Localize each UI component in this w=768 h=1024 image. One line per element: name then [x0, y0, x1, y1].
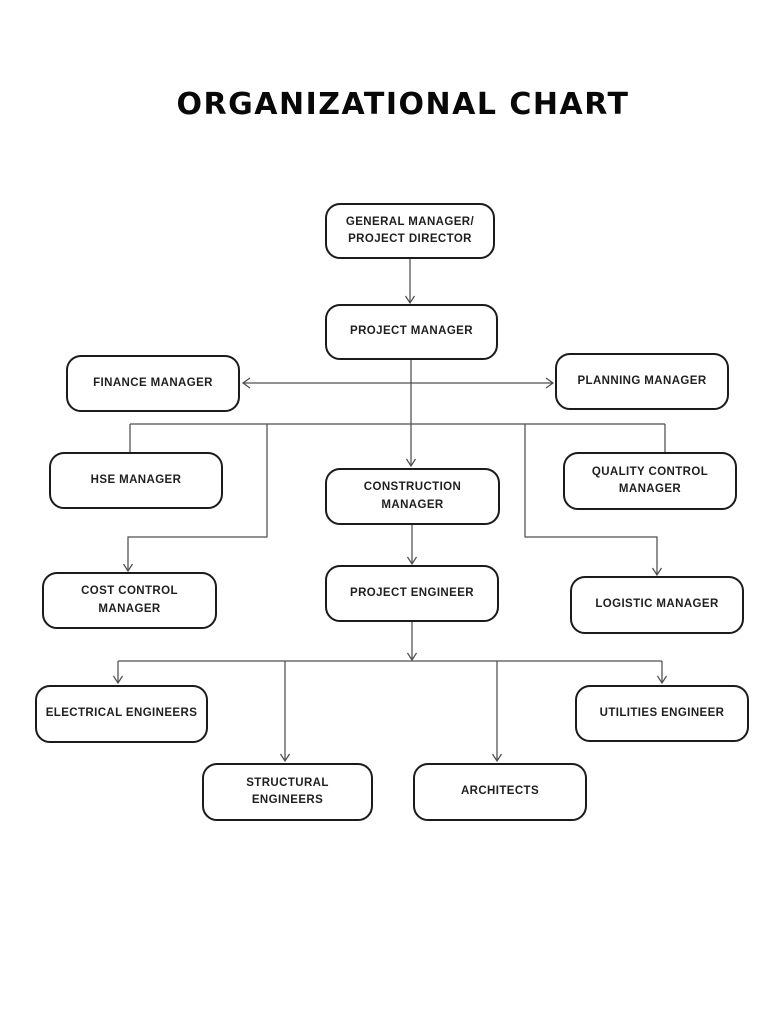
connector-pm-to-construction: [405, 360, 417, 468]
node-structural-engineers: STRUCTURAL ENGINEERS: [202, 763, 373, 821]
connector-pm-to-finance-planning: [241, 377, 555, 389]
node-quality-control-manager: QUALITY CONTROL MANAGER: [563, 452, 737, 510]
node-planning-manager: PLANNING MANAGER: [555, 353, 729, 410]
connector-gm-to-pm: [404, 259, 416, 305]
node-cost-control-manager-label: COST CONTROL MANAGER: [81, 585, 178, 615]
node-finance-manager-label: FINANCE MANAGER: [93, 376, 213, 389]
connector-construction-to-project-engineer: [406, 525, 418, 566]
node-electrical-engineers: ELECTRICAL ENGINEERS: [35, 685, 208, 743]
node-project-manager-label: PROJECT MANAGER: [350, 325, 473, 338]
connector-project-engineer-drop: [406, 622, 418, 662]
node-logistic-manager-label: LOGISTIC MANAGER: [595, 598, 719, 611]
node-general-manager: GENERAL MANAGER/ PROJECT DIRECTOR: [325, 203, 495, 259]
node-finance-manager: FINANCE MANAGER: [66, 355, 240, 412]
node-project-manager: PROJECT MANAGER: [325, 304, 498, 360]
node-project-engineer: PROJECT ENGINEER: [325, 565, 499, 622]
node-planning-manager-label: PLANNING MANAGER: [577, 374, 707, 387]
node-hse-manager-label: HSE MANAGER: [90, 473, 182, 486]
connector-drop-to-electrical: [112, 661, 124, 685]
node-utilities-engineer-label: UTILITIES ENGINEER: [599, 706, 725, 719]
node-architects-label: ARCHITECTS: [460, 785, 540, 798]
connector-drop-to-structural: [279, 661, 291, 763]
node-electrical-engineers-label: ELECTRICAL ENGINEERS: [45, 707, 198, 720]
page-title: ORGANIZATIONAL CHART: [176, 87, 630, 122]
connector-drop-to-utilities: [656, 661, 668, 685]
node-quality-control-manager-label: QUALITY CONTROL MANAGER: [591, 465, 709, 495]
connector-drop-to-architects: [491, 661, 503, 763]
connector-elbow-to-cost-control: [122, 424, 268, 573]
node-construction-manager-label: CONSTRUCTION MANAGER: [363, 481, 462, 511]
node-cost-control-manager: COST CONTROL MANAGER: [42, 572, 217, 629]
node-utilities-engineer: UTILITIES ENGINEER: [575, 685, 749, 742]
node-logistic-manager: LOGISTIC MANAGER: [570, 576, 744, 634]
node-general-manager-label: GENERAL MANAGER/ PROJECT DIRECTOR: [345, 215, 475, 245]
node-architects: ARCHITECTS: [413, 763, 587, 821]
node-structural-engineers-label: STRUCTURAL ENGINEERS: [246, 776, 329, 806]
connector-elbow-to-logistic: [524, 424, 663, 577]
node-project-engineer-label: PROJECT ENGINEER: [350, 586, 474, 599]
node-construction-manager: CONSTRUCTION MANAGER: [325, 468, 500, 525]
node-hse-manager: HSE MANAGER: [49, 452, 223, 509]
